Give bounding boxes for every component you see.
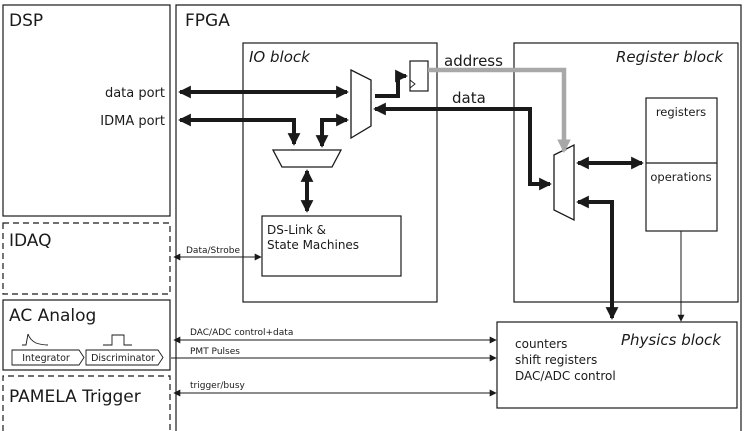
idma-multiplexer	[271, 149, 343, 168]
pmt-pulses-label: PMT Pulses	[190, 347, 240, 357]
mux-to-latch-bus	[375, 69, 408, 98]
physics-item-dac-adc-control: DAC/ADC control	[515, 369, 616, 383]
dsp-block	[2, 4, 171, 217]
register-multiplexer	[553, 143, 575, 222]
discriminator-label: Discriminator	[91, 353, 155, 364]
register-block-label: Register block	[616, 48, 724, 66]
idma-to-io-mux-bus	[315, 113, 349, 148]
dslink-label-line1: DS-Link &	[267, 223, 326, 237]
io-block-label: IO block	[249, 48, 311, 66]
integrator-box	[11, 349, 85, 366]
address-bus-label: address	[444, 52, 503, 70]
data-bus-label: data	[452, 89, 486, 107]
idaq-label: IDAQ	[9, 231, 52, 251]
integrator-label: Integrator	[22, 353, 70, 364]
fpga-label: FPGA	[185, 11, 230, 31]
data-bus	[373, 102, 552, 191]
physics-block-label: Physics block	[621, 331, 722, 349]
ac-analog-block	[2, 299, 171, 371]
integrator-waveform-icon	[22, 333, 49, 346]
address-bus-arrow	[428, 67, 571, 154]
dslink-state-machines-box	[261, 215, 402, 277]
dsp-label: DSP	[9, 11, 43, 31]
discriminator-waveform-icon	[103, 334, 132, 346]
data-strobe-label: Data/Strobe	[186, 246, 240, 256]
fpga-block	[175, 4, 742, 431]
physics-bus	[576, 195, 619, 320]
idma-port-bus	[178, 113, 301, 146]
io-multiplexer	[350, 68, 372, 140]
trigger-busy-label: trigger/busy	[190, 381, 246, 391]
address-latch	[409, 60, 429, 92]
dac-adc-control-label: DAC/ADC control+data	[190, 328, 293, 338]
data-port-label: data port	[105, 86, 165, 101]
physics-item-counters: counters	[515, 337, 567, 351]
idaq-block	[2, 222, 171, 295]
dslink-label-line2: State Machines	[267, 238, 359, 252]
discriminator-box	[85, 349, 164, 366]
clock-input-icon	[409, 79, 416, 89]
physics-block	[496, 321, 738, 409]
operations-label: operations	[650, 170, 711, 184]
ac-analog-label: AC Analog	[9, 306, 96, 326]
idma-port-label: IDMA port	[100, 114, 165, 129]
pamela-trigger-label: PAMELA Trigger	[9, 387, 141, 407]
physics-item-shift-registers: shift registers	[515, 353, 597, 367]
registers-label: registers	[656, 105, 706, 119]
io-block	[242, 42, 438, 303]
